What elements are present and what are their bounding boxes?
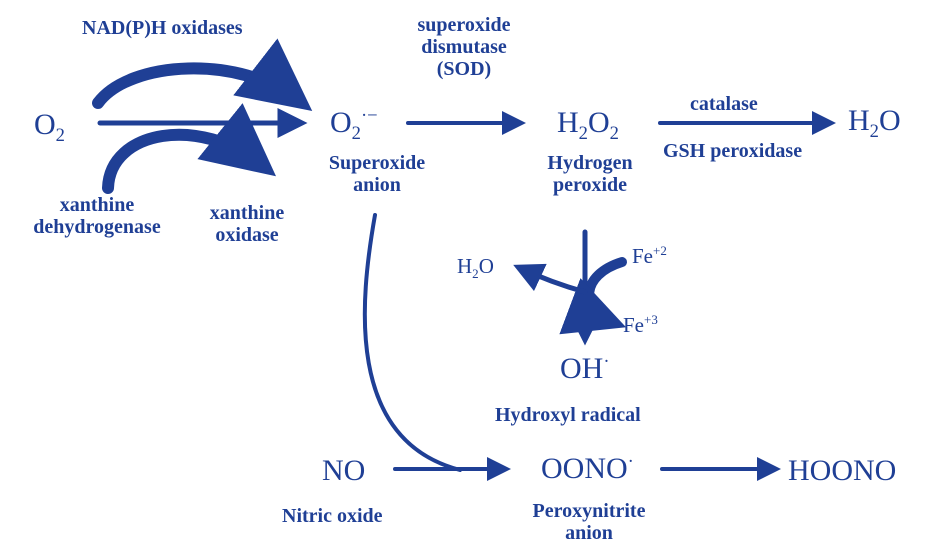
fe3-species: Fe+3 bbox=[623, 312, 658, 337]
arrow-fe2-to-fe3 bbox=[559, 257, 627, 335]
superoxide-label-line1: Superoxide bbox=[328, 152, 426, 174]
fenton-water-o: O bbox=[478, 254, 494, 278]
xdh-line2: dehydrogenase bbox=[33, 216, 161, 238]
h2o2-sub1: 2 bbox=[578, 123, 588, 144]
arrow-fenton-to-water bbox=[513, 263, 588, 295]
fe2-sup: +2 bbox=[653, 243, 667, 258]
xo-line2: oxidase bbox=[215, 224, 279, 246]
arrow-nadph-oxidases bbox=[92, 38, 313, 112]
superoxide-base: O bbox=[330, 106, 352, 139]
fe3-sup: +3 bbox=[644, 312, 658, 327]
water-species: H2O bbox=[848, 104, 901, 142]
label-hydroxyl-radical: Hydroxyl radical bbox=[495, 404, 641, 426]
h2o2-o: O bbox=[587, 106, 610, 139]
hydroxyl-base: OH bbox=[560, 352, 604, 385]
hoono-species: HOONO bbox=[788, 454, 897, 487]
label-xanthine-dehydrogenase: xanthine dehydrogenase bbox=[22, 194, 172, 238]
xdh-line1: xanthine bbox=[59, 194, 135, 216]
h2o2-h: H bbox=[557, 106, 579, 139]
h2o2-label-line2: peroxide bbox=[552, 174, 628, 196]
superoxide-species: O2·− bbox=[330, 105, 378, 144]
label-peroxynitrite-anion: Peroxynitrite anion bbox=[525, 500, 653, 544]
superoxide-label-line2: anion bbox=[353, 174, 401, 196]
label-nitric-oxide: Nitric oxide bbox=[282, 505, 383, 527]
label-xanthine-oxidase: xanthine oxidase bbox=[192, 202, 302, 246]
water-o: O bbox=[878, 104, 901, 137]
peroxynitrite-label-line1: Peroxynitrite bbox=[532, 500, 646, 522]
arrow-xanthine bbox=[102, 103, 277, 194]
fenton-water-h: H bbox=[457, 254, 473, 278]
sod-line1: superoxide bbox=[417, 14, 511, 36]
fe3-base: Fe bbox=[623, 313, 644, 337]
sod-line2: dismutase bbox=[421, 36, 507, 58]
hydroxyl-sup: · bbox=[603, 351, 610, 372]
water-sub: 2 bbox=[869, 121, 879, 142]
superoxide-sub: 2 bbox=[351, 123, 361, 144]
water-h: H bbox=[848, 104, 870, 137]
o2-sub: 2 bbox=[55, 125, 65, 146]
label-catalase: catalase bbox=[690, 93, 758, 115]
xo-line1: xanthine bbox=[209, 202, 285, 224]
label-superoxide-anion: Superoxide anion bbox=[318, 152, 436, 196]
sod-line3: (SOD) bbox=[436, 58, 492, 80]
fenton-water-sub: 2 bbox=[472, 266, 479, 282]
no-species: NO bbox=[322, 454, 366, 487]
fenton-water-species: H2O bbox=[457, 254, 494, 282]
h2o2-label-line1: Hydrogen bbox=[547, 152, 633, 174]
o2-species: O2 bbox=[34, 108, 65, 146]
peroxynitrite-species: OONO· bbox=[541, 451, 634, 485]
label-hydrogen-peroxide: Hydrogen peroxide bbox=[535, 152, 645, 196]
superoxide-sup: ·− bbox=[360, 105, 378, 126]
hydroxyl-species: OH· bbox=[560, 351, 610, 385]
h2o2-sub2: 2 bbox=[609, 123, 619, 144]
fe2-species: Fe+2 bbox=[632, 243, 667, 268]
h2o2-species: H2O2 bbox=[557, 106, 619, 144]
fe2-base: Fe bbox=[632, 244, 653, 268]
o2-base: O bbox=[34, 108, 56, 141]
arrow-superoxide-to-peroxynitrite bbox=[362, 213, 462, 472]
peroxynitrite-sup: · bbox=[627, 451, 634, 472]
peroxynitrite-base: OONO bbox=[541, 452, 628, 485]
label-nadph-oxidases: NAD(P)H oxidases bbox=[82, 17, 243, 39]
label-gsh-peroxidase: GSH peroxidase bbox=[663, 140, 803, 162]
peroxynitrite-label-line2: anion bbox=[565, 522, 613, 544]
label-sod: superoxide dismutase (SOD) bbox=[405, 14, 523, 80]
